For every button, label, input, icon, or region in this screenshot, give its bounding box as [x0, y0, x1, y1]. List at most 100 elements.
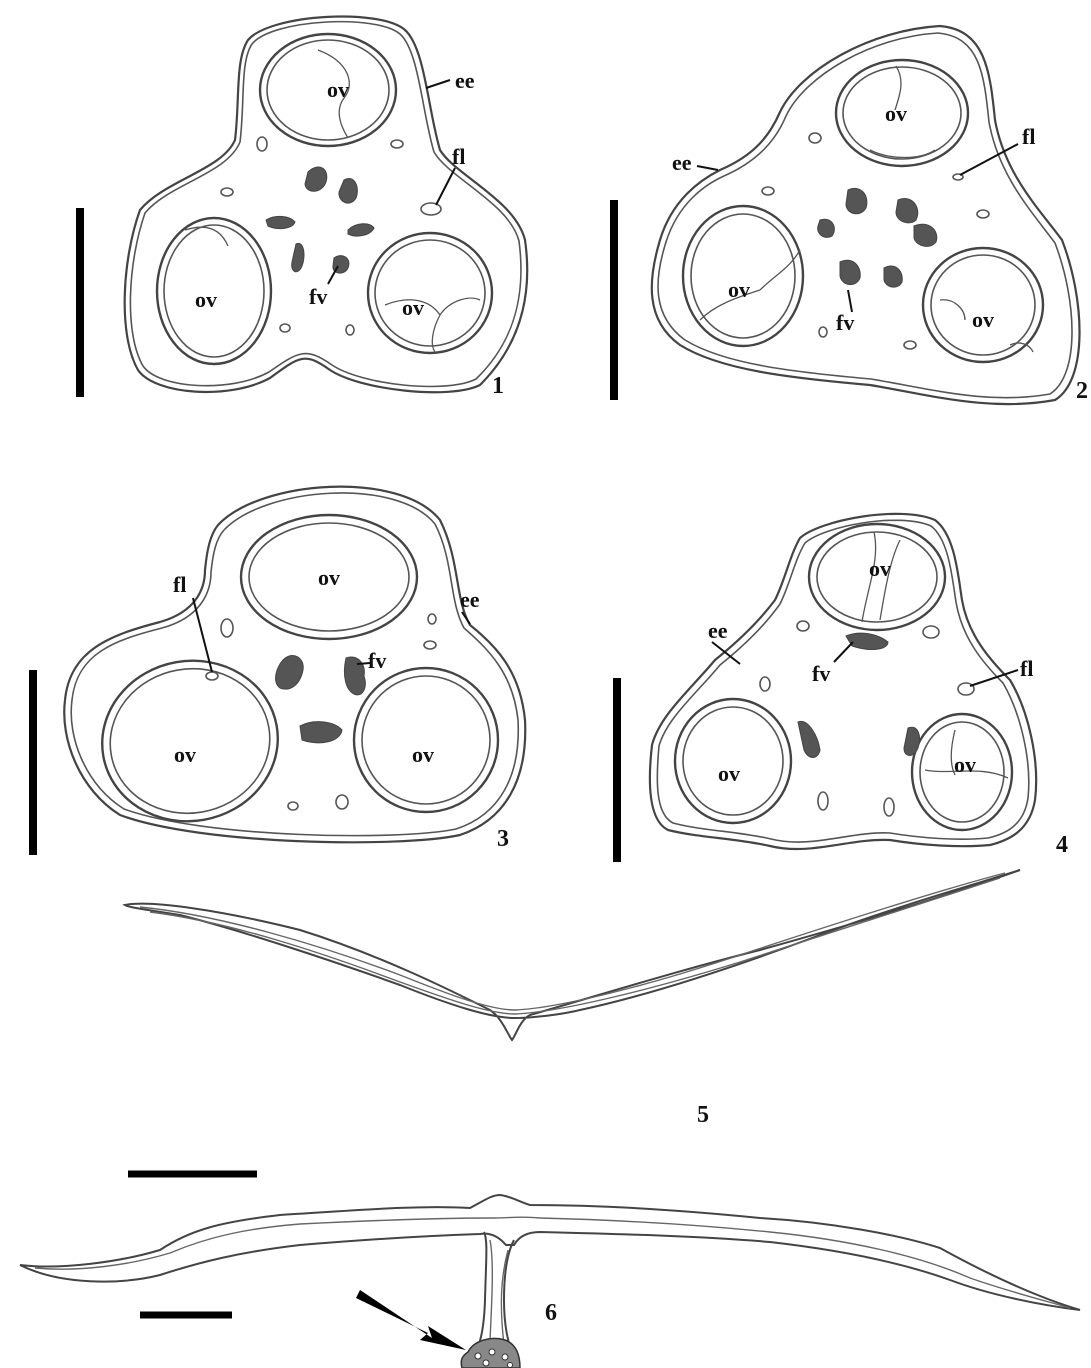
ovule-1c: [368, 233, 492, 353]
figure-2: ee fl ov ov ov fv 2: [614, 26, 1088, 404]
figure-number-6: 6: [545, 1300, 557, 1326]
figure-number-1: 1: [492, 373, 504, 399]
figure-3: fl ee ov ov ov fv 3: [33, 487, 525, 855]
leader-fv: [834, 642, 853, 662]
floral-bundle: [424, 641, 436, 649]
vascular-bundle: [846, 633, 888, 649]
label-fv: fv: [309, 284, 327, 309]
label-ov: ov: [174, 742, 196, 767]
label-ov: ov: [718, 761, 740, 786]
label-ov: ov: [972, 307, 994, 332]
leader-ee: [426, 80, 450, 88]
ovule-2b: [683, 206, 803, 346]
floral-bundle: [762, 187, 774, 195]
floral-bundle: [421, 203, 441, 215]
leader-fl: [960, 144, 1018, 175]
floral-bundle: [760, 677, 770, 691]
floral-bundle: [819, 327, 827, 337]
floral-bundle: [923, 626, 939, 638]
vascular-bundle: [846, 188, 867, 213]
vascular-bundle: [339, 179, 357, 204]
sporangium-cell: [508, 1363, 513, 1368]
ovule-2b-inner: [691, 214, 795, 338]
section-outline-4: [650, 514, 1036, 849]
label-fv: fv: [836, 310, 854, 335]
label-ee: ee: [455, 68, 475, 93]
ovule-2c-inner: [931, 255, 1035, 355]
figure-6: 6: [20, 1195, 1080, 1368]
ovule-3b-inner: [99, 656, 282, 826]
floral-bundle: [428, 614, 436, 624]
vascular-bundle: [840, 260, 860, 284]
section-inner-outline-4: [657, 520, 1028, 842]
vascular-bundle: [292, 243, 304, 271]
ovule-3c-inner: [362, 676, 490, 804]
label-ee: ee: [460, 587, 480, 612]
label-fl: fl: [1022, 124, 1035, 149]
seed-wing-5-inner2: [150, 878, 1000, 1014]
floral-bundle: [809, 133, 821, 143]
label-fl: fl: [452, 144, 465, 169]
leader-fl: [970, 670, 1018, 686]
section-outline-2: [652, 26, 1080, 404]
sporangium-cell: [475, 1353, 481, 1359]
figure-5: 5: [125, 870, 1020, 1128]
label-fv: fv: [368, 648, 386, 673]
ovule-1c-inner: [375, 240, 485, 346]
label-fv: fv: [812, 661, 830, 686]
vascular-bundle: [300, 722, 342, 743]
label-fl: fl: [1020, 656, 1033, 681]
section-inner-outline-2: [658, 33, 1072, 398]
floral-bundle: [221, 188, 233, 196]
figure-number-3: 3: [497, 826, 509, 852]
sporangium-cell: [502, 1354, 508, 1360]
ovule-2b-crack: [700, 250, 800, 320]
label-ee: ee: [708, 618, 728, 643]
floral-bundle: [288, 802, 298, 810]
vascular-bundle: [798, 721, 820, 757]
vascular-bundle: [896, 199, 918, 223]
label-ov: ov: [402, 295, 424, 320]
sporangium-cell: [489, 1349, 495, 1355]
floral-bundle: [904, 341, 916, 349]
label-ov: ov: [195, 287, 217, 312]
floral-bundle: [336, 795, 348, 809]
label-ov: ov: [412, 742, 434, 767]
label-ov: ov: [318, 565, 340, 590]
vascular-bundle: [904, 727, 920, 755]
seed-wing-6-inner: [35, 1217, 1070, 1308]
floral-bundle: [346, 325, 354, 335]
vascular-bundle: [276, 655, 304, 689]
leader-fl: [436, 168, 455, 205]
figure-number-2: 2: [1076, 378, 1088, 404]
ovule-1b-crack: [185, 227, 228, 246]
vascular-bundle: [884, 266, 902, 287]
floral-bundle: [391, 140, 403, 148]
floral-bundle: [977, 210, 989, 218]
floral-bundle: [221, 619, 233, 637]
vascular-bundle: [348, 224, 374, 236]
label-ov: ov: [327, 77, 349, 102]
figure-number-5: 5: [697, 1102, 709, 1128]
label-ov: ov: [885, 101, 907, 126]
leader-ee: [462, 612, 470, 624]
label-fl: fl: [173, 572, 186, 597]
floral-bundle: [206, 672, 218, 680]
label-ee: ee: [672, 150, 692, 175]
arrow-icon: [356, 1290, 466, 1350]
label-ov: ov: [728, 277, 750, 302]
vascular-bundle: [818, 219, 835, 237]
vascular-bundle: [914, 224, 937, 246]
label-ov: ov: [954, 752, 976, 777]
floral-bundle: [280, 324, 290, 332]
floral-bundle: [884, 798, 894, 816]
seed-wing-5: [125, 870, 1020, 1040]
leader-ee: [697, 166, 718, 170]
figure-1: ee fl ov ov ov fv 1: [80, 17, 527, 399]
floral-bundle: [818, 792, 828, 810]
floral-bundle: [797, 621, 809, 631]
figure-number-4: 4: [1056, 832, 1068, 858]
figure-4: ee fl ov ov ov fv 4: [617, 514, 1068, 862]
